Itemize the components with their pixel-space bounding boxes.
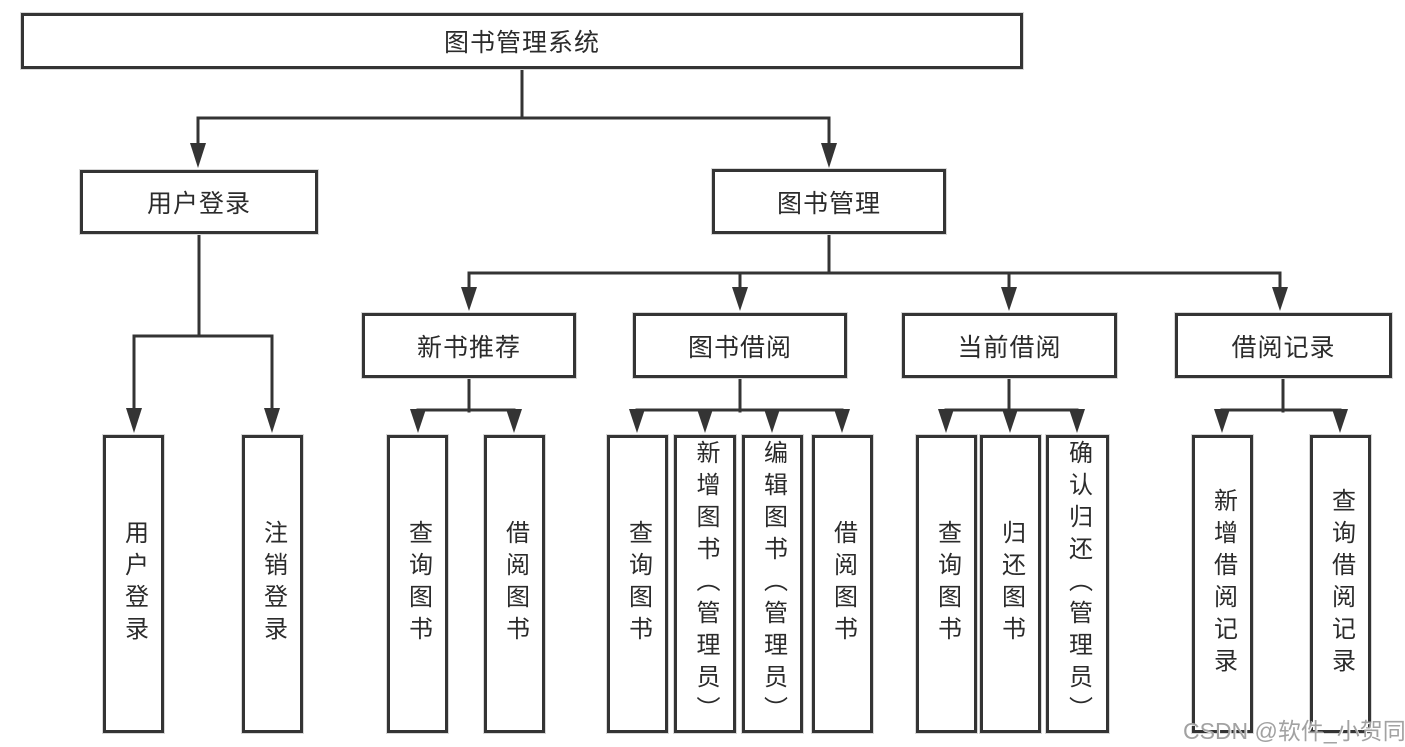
node-new-book-recommend-label: 新书推荐: [416, 333, 521, 362]
leaf-confirm-return-admin: 确认归还（管理员）: [1046, 435, 1109, 733]
node-borrow-records: 借阅记录: [1175, 313, 1392, 378]
leaf-recommend-borrow-book: 借阅图书: [484, 435, 545, 733]
node-root-system: 图书管理系统: [21, 13, 1023, 69]
node-book-management-branch: 图书管理: [712, 169, 946, 234]
leaf-logout: 注销登录: [242, 435, 303, 733]
node-new-book-recommend: 新书推荐: [362, 313, 576, 378]
leaf-borrow-query-book: 查询图书: [607, 435, 668, 733]
leaf-recommend-borrow-book-label: 借阅图书: [501, 520, 529, 648]
leaf-edit-book-admin-label: 编辑图书（管理员）: [759, 440, 787, 728]
leaf-current-query-book: 查询图书: [916, 435, 977, 733]
leaf-borrow-query-book-label: 查询图书: [624, 520, 652, 648]
node-book-management-branch-label: 图书管理: [776, 189, 881, 218]
leaf-add-borrow-record-label: 新增借阅记录: [1209, 488, 1237, 680]
node-current-borrow: 当前借阅: [902, 313, 1117, 378]
leaf-current-query-book-label: 查询图书: [933, 520, 961, 648]
node-book-borrow: 图书借阅: [633, 313, 847, 378]
leaf-query-borrow-record: 查询借阅记录: [1310, 435, 1371, 733]
csdn-watermark: CSDN @软件_小贺同学: [1183, 718, 1405, 744]
leaf-user-login: 用户登录: [103, 435, 164, 733]
leaf-recommend-query-book: 查询图书: [387, 435, 448, 733]
arrowheads: [126, 143, 1348, 433]
leaf-logout-label: 注销登录: [259, 520, 287, 648]
leaf-add-borrow-record: 新增借阅记录: [1192, 435, 1253, 733]
leaf-add-book-admin-label: 新增图书（管理员）: [692, 440, 719, 728]
leaf-borrow-book: 借阅图书: [812, 435, 873, 733]
leaf-return-book-label: 归还图书: [997, 520, 1025, 648]
leaf-add-book-admin: 新增图书（管理员）: [674, 435, 736, 733]
leaf-confirm-return-admin-label: 确认归还（管理员）: [1064, 440, 1092, 728]
node-root-system-label: 图书管理系统: [443, 29, 600, 57]
node-user-login-branch-label: 用户登录: [146, 190, 251, 218]
leaf-recommend-query-book-label: 查询图书: [404, 520, 432, 648]
leaf-user-login-label: 用户登录: [120, 520, 148, 648]
leaf-borrow-book-label: 借阅图书: [829, 520, 857, 648]
leaf-return-book: 归还图书: [980, 435, 1041, 733]
leaf-edit-book-admin: 编辑图书（管理员）: [742, 435, 803, 733]
node-book-borrow-label: 图书借阅: [687, 333, 792, 362]
node-current-borrow-label: 当前借阅: [957, 333, 1062, 362]
node-borrow-records-label: 借阅记录: [1231, 333, 1336, 362]
connector-paths: [132, 67, 1342, 414]
node-user-login-branch: 用户登录: [80, 170, 318, 234]
leaf-query-borrow-record-label: 查询借阅记录: [1327, 488, 1355, 680]
